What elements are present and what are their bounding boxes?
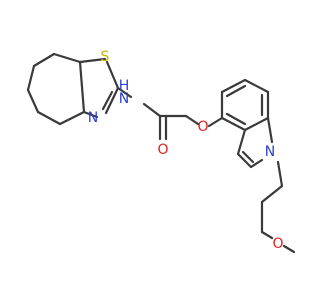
atom-nitrogen-thiazole: N bbox=[88, 110, 98, 126]
atom-oxygen-ether: O bbox=[197, 119, 208, 135]
bond bbox=[249, 158, 264, 169]
bond bbox=[116, 86, 133, 99]
bond bbox=[225, 84, 247, 98]
indole-benzene-ring bbox=[220, 78, 270, 132]
atom-oxygen-carbonyl: O bbox=[157, 142, 168, 158]
bond bbox=[207, 116, 224, 128]
bond bbox=[101, 90, 114, 111]
methoxyethyl-chain bbox=[260, 160, 296, 254]
bond bbox=[58, 110, 86, 126]
bond bbox=[220, 116, 247, 132]
bond bbox=[260, 184, 284, 204]
atom-oxygen-methoxy: O bbox=[272, 236, 283, 252]
bond bbox=[82, 110, 99, 119]
amide-linker bbox=[116, 86, 224, 141]
bond bbox=[241, 150, 255, 164]
bond bbox=[220, 78, 247, 94]
bond bbox=[184, 114, 200, 126]
atom-nitrogen-amide: N bbox=[119, 91, 129, 107]
bond bbox=[26, 88, 40, 114]
bond bbox=[243, 116, 270, 132]
cycloheptane-ring bbox=[26, 52, 86, 126]
atom-sulfur: S bbox=[101, 49, 110, 65]
bond bbox=[236, 128, 247, 156]
atom-nitrogen-indole: N bbox=[265, 144, 275, 160]
bond bbox=[260, 230, 274, 240]
bond bbox=[32, 52, 56, 68]
thiazole-ring bbox=[78, 57, 120, 119]
atom-labels: S N H N O O N O bbox=[88, 49, 284, 252]
bond bbox=[282, 244, 296, 254]
bond bbox=[78, 60, 86, 114]
bond bbox=[26, 64, 36, 92]
bond bbox=[236, 152, 253, 169]
atom-hydrogen: H bbox=[119, 78, 130, 94]
indole-pyrrole-ring bbox=[236, 116, 274, 169]
bond bbox=[52, 52, 82, 64]
bond bbox=[225, 112, 247, 126]
structure-canvas: S N H N O O N O bbox=[26, 49, 296, 254]
bond bbox=[142, 102, 162, 118]
bond bbox=[243, 78, 270, 94]
bond bbox=[78, 57, 107, 64]
molecule-drawing: S N H N O O N O bbox=[26, 49, 296, 254]
bond bbox=[104, 86, 120, 115]
bond bbox=[36, 110, 62, 126]
bond bbox=[276, 160, 284, 188]
bond bbox=[105, 60, 120, 90]
bond bbox=[266, 116, 274, 144]
